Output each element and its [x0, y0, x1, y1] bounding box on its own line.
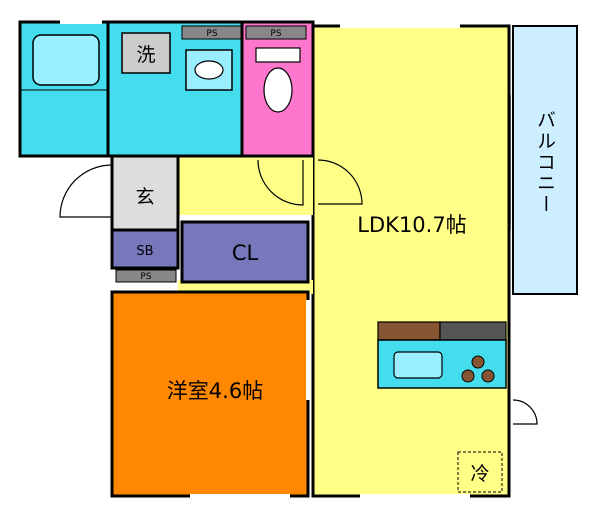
kitchen-sink-icon	[393, 351, 443, 379]
ps-hall-box	[115, 269, 177, 283]
washer-box	[121, 32, 171, 74]
ldk-label: LDK10.7帖	[357, 213, 466, 237]
washer-label: 洗	[136, 44, 155, 66]
hallway	[178, 155, 313, 215]
shoebox	[110, 228, 180, 270]
western-room	[110, 290, 310, 498]
western-label: 洋室4.6帖	[167, 379, 263, 403]
sink-icon	[185, 49, 233, 91]
ps-toilet-label: PS	[206, 29, 217, 39]
stove-burner-icon	[461, 369, 475, 383]
bathtub-icon	[32, 34, 100, 86]
closet-label: CL	[232, 241, 259, 265]
fridge-label: 冷	[470, 463, 489, 485]
fridge-box	[457, 451, 503, 493]
kitchen-counter	[377, 321, 441, 341]
kitchen-cabinet	[439, 321, 507, 341]
door-entrance-swing	[59, 164, 113, 218]
balcony-area	[512, 25, 578, 295]
door-balcony-swing	[512, 399, 538, 425]
ps-hall-label: PS	[140, 272, 151, 282]
toilet-tank-icon	[255, 47, 301, 63]
door-hall-swing	[257, 159, 304, 206]
ps-right-label: PS	[270, 29, 281, 39]
entrance-label: 玄	[135, 186, 154, 208]
stove-burner-icon	[481, 369, 495, 383]
ps-right-box	[245, 25, 307, 40]
door-ldk-swing	[317, 159, 363, 205]
closet	[180, 220, 310, 284]
toilet-bowl-icon	[263, 67, 293, 113]
shoebox-label: SB	[136, 244, 153, 259]
ldk-room	[311, 24, 511, 498]
stove-burner-icon	[471, 355, 485, 369]
entrance	[110, 154, 180, 232]
balcony-label: バルコニー	[534, 110, 556, 215]
